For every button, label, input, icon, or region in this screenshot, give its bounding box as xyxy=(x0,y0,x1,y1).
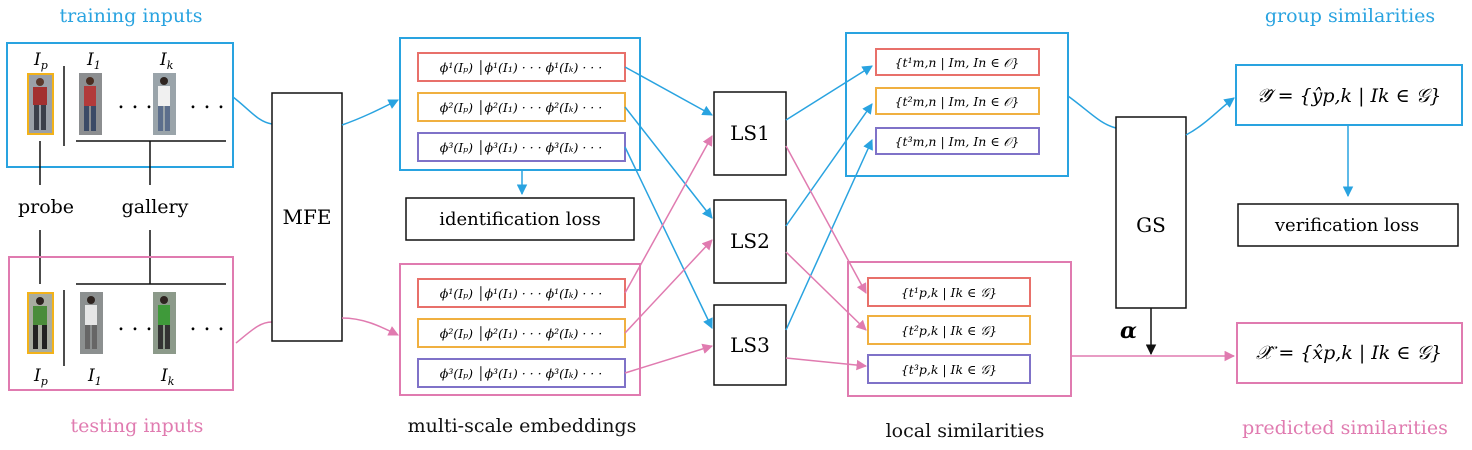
ls1-label: LS1 xyxy=(730,121,770,145)
predicted-similarity-box xyxy=(1236,322,1463,384)
ls1-module xyxy=(713,91,787,176)
verification-loss-label: verification loss xyxy=(1274,215,1419,236)
test-local-sim-3 xyxy=(867,354,1031,384)
train-local-to-gs-link xyxy=(1067,95,1117,129)
test-probe-image xyxy=(27,292,54,354)
identification-loss-label: identification loss xyxy=(439,209,601,230)
train-local-sim-2-text: {t²m,n | Im, In ∈ 𝒪} xyxy=(895,94,1020,109)
train-embedding-scale-3-text: ϕ³(Iₚ) │ϕ³(I₁) · · · ϕ³(Iₖ) · · · xyxy=(440,140,602,156)
group-similarity-box xyxy=(1235,64,1463,126)
train-local-sim-2 xyxy=(875,87,1040,115)
mfe-label: MFE xyxy=(283,205,332,229)
mfe-to-test-embeddings-arrow xyxy=(341,317,399,336)
train-gallery-ellipsis: . . . xyxy=(118,89,153,114)
train-probe-image xyxy=(27,73,54,135)
train-to-mfe-link xyxy=(232,96,273,125)
ls3-module xyxy=(713,304,787,386)
test-embedding-scale-2-text: ϕ²(Iₚ) │ϕ²(I₁) · · · ϕ²(Iₖ) · · · xyxy=(440,326,602,342)
test-to-mfe-link xyxy=(235,321,273,344)
test-gallery-ellipsis: . . . xyxy=(118,311,153,336)
ls2-to-train-sim2-arrow xyxy=(785,103,873,227)
test-gallery-image-1 xyxy=(80,292,103,354)
test-scale2-to-ls2-arrow xyxy=(624,239,713,334)
predicted-similarities-label: predicted similarities xyxy=(1242,417,1448,439)
test-local-sim-1-text: {t¹p,k | Ik ∈ 𝒢} xyxy=(901,285,997,300)
train-ik-symbol: Ik xyxy=(159,50,174,72)
test-embedding-scale-1-text: ϕ¹(Iₚ) │ϕ¹(I₁) · · · ϕ¹(Iₖ) · · · xyxy=(440,286,602,302)
train-i1-symbol: I1 xyxy=(86,50,101,72)
test-embedding-scale-1 xyxy=(417,278,626,308)
train-scale2-to-ls2-arrow xyxy=(624,106,713,219)
ls3-to-test-sim3-arrow xyxy=(785,357,868,371)
train-gallery-image-1 xyxy=(79,73,102,135)
group-similarities-label: group similarities xyxy=(1265,5,1435,27)
gallery-label: gallery xyxy=(122,196,189,218)
train-local-similarities-box xyxy=(845,32,1069,177)
group-similarity-formula: 𝒴̂ = {ŷp,k | Ik ∈ 𝒢} xyxy=(1257,85,1442,107)
train-local-sim-3-text: {t³m,n | Im, In ∈ 𝒪} xyxy=(895,134,1020,149)
verification-loss-box xyxy=(1237,203,1459,247)
train-embedding-scale-1 xyxy=(417,52,626,82)
test-scale3-to-ls3-arrow xyxy=(624,343,714,374)
ls3-label: LS3 xyxy=(730,333,770,357)
train-scale1-to-ls1-arrow xyxy=(624,66,713,116)
train-embedding-scale-3 xyxy=(417,132,626,162)
test-gallery-image-k xyxy=(153,292,176,354)
probe-label: probe xyxy=(18,196,74,218)
gs-label: GS xyxy=(1136,213,1166,237)
test-local-sim-2 xyxy=(867,315,1031,345)
test-embedding-scale-2 xyxy=(417,318,626,348)
gs-module xyxy=(1115,116,1187,309)
testing-inputs-label: testing inputs xyxy=(71,415,204,437)
test-embedding-scale-3-text: ϕ³(Iₚ) │ϕ³(I₁) · · · ϕ³(Iₖ) · · · xyxy=(440,366,602,382)
train-embeddings-box xyxy=(399,37,641,171)
alpha-symbol: α xyxy=(1120,318,1137,344)
test-local-sim-2-text: {t²p,k | Ik ∈ 𝒢} xyxy=(901,323,997,338)
ls1-to-test-sim1-arrow xyxy=(785,145,867,294)
identification-loss-box xyxy=(405,197,635,241)
multi-scale-embeddings-label: multi-scale embeddings xyxy=(408,415,637,437)
test-local-sim-1 xyxy=(867,277,1031,307)
predicted-similarity-formula: 𝒳̂ = {x̂p,k | Ik ∈ 𝒢} xyxy=(1256,342,1442,364)
train-local-sim-1-text: {t¹m,n | Im, In ∈ 𝒪} xyxy=(895,55,1020,70)
mfe-to-train-embeddings-arrow xyxy=(341,99,399,126)
train-embedding-scale-2-text: ϕ²(Iₚ) │ϕ²(I₁) · · · ϕ²(Iₖ) · · · xyxy=(440,100,602,116)
training-inputs-label: training inputs xyxy=(60,5,203,27)
ls3-to-train-sim3-arrow xyxy=(785,139,873,331)
train-embedding-scale-1-text: ϕ¹(Iₚ) │ϕ¹(I₁) · · · ϕ¹(Iₖ) · · · xyxy=(440,60,602,76)
test-embeddings-box xyxy=(399,263,641,396)
train-local-sim-3 xyxy=(875,127,1040,155)
test-local-sim-3-text: {t³p,k | Ik ∈ 𝒢} xyxy=(901,362,997,377)
ls1-to-train-sim1-arrow xyxy=(785,65,873,121)
test-scale1-to-ls1-arrow xyxy=(624,135,713,294)
mfe-module xyxy=(271,92,343,342)
ls2-label: LS2 xyxy=(730,229,770,253)
train-local-sim-1 xyxy=(875,48,1040,76)
test-probe-symbol: Ip xyxy=(33,366,48,388)
ls2-to-test-sim2-arrow xyxy=(785,251,867,331)
train-gallery-ellipsis-2: . . . xyxy=(190,89,225,114)
train-scale3-to-ls3-arrow xyxy=(624,146,713,329)
train-gallery-image-k xyxy=(153,73,176,135)
test-i1-symbol: I1 xyxy=(87,366,102,388)
local-similarities-label: local similarities xyxy=(886,420,1045,442)
training-inputs-box xyxy=(6,42,234,168)
ls2-module xyxy=(713,199,787,284)
test-gallery-ellipsis-2: . . . xyxy=(190,311,225,336)
test-ik-symbol: Ik xyxy=(160,366,175,388)
gs-to-group-similarity-arrow xyxy=(1185,97,1235,136)
testing-inputs-box xyxy=(8,256,234,391)
test-local-similarities-box xyxy=(847,261,1072,397)
train-probe-symbol: Ip xyxy=(33,50,48,72)
train-embedding-scale-2 xyxy=(417,92,626,122)
